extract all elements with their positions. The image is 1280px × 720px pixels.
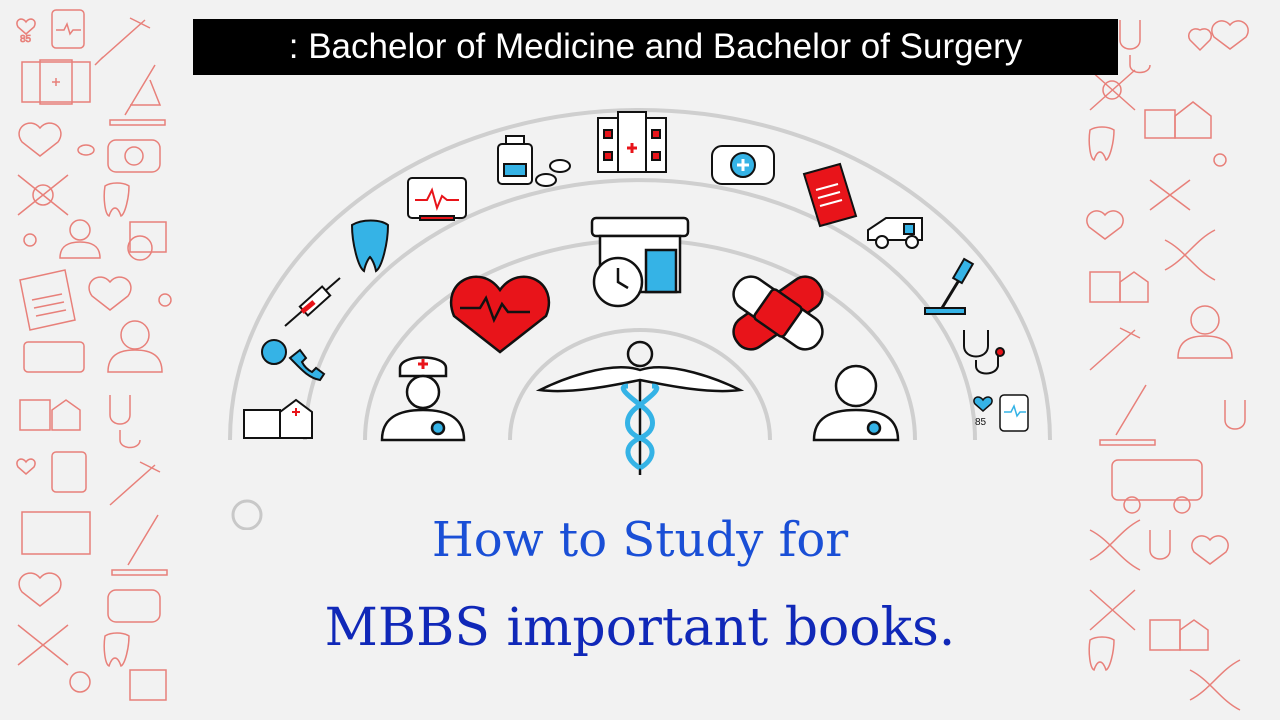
header-banner: : Bachelor of Medicine and Bachelor of S… — [193, 19, 1118, 75]
heading-line-2: MBBS important books. — [324, 598, 956, 658]
ecg-monitor-icon — [51, 9, 85, 49]
syringe-icon — [94, 17, 151, 66]
hospital-icon — [21, 59, 91, 105]
heart-rate-icon: 85 — [973, 394, 1029, 432]
specimen-jar-clock-icon — [590, 216, 690, 308]
heart-rate-icon: 85 — [16, 18, 36, 45]
nurse-icon — [59, 219, 101, 259]
medical-pattern-right — [1086, 20, 1249, 711]
hospital-icon — [597, 111, 667, 173]
tooth-icon — [350, 219, 390, 273]
bandage-icon — [1089, 69, 1136, 111]
doctor-icon — [1177, 305, 1233, 359]
nurse-icon — [380, 356, 466, 442]
first-aid-kit-icon — [107, 139, 161, 173]
ecg-monitor-icon — [407, 177, 467, 221]
doctor-icon — [107, 320, 163, 373]
doctor-icon — [812, 364, 900, 442]
medicine-bottle-icon — [497, 135, 533, 185]
heading-line-1: How to Study for — [431, 512, 849, 568]
hospital-building-icon — [19, 399, 81, 431]
phone-icon — [261, 339, 326, 382]
syringe-icon — [284, 277, 341, 327]
bandage-icon — [732, 275, 824, 351]
heart-icon — [450, 275, 550, 354]
hospital-building-icon — [243, 398, 313, 439]
ambulance-icon — [1111, 459, 1203, 514]
bandage-icon — [17, 174, 69, 216]
medical-icons-arc: 85 — [228, 108, 1052, 530]
svg-text:85: 85 — [20, 34, 32, 45]
svg-text:85: 85 — [975, 417, 987, 428]
stethoscope-icon — [1119, 20, 1151, 74]
hospital-building-icon — [1144, 101, 1212, 139]
dna-icon — [1164, 229, 1216, 281]
arc-dot-left — [231, 499, 263, 530]
specimen-jar-clock-icon — [127, 221, 167, 261]
first-aid-kit-icon — [711, 145, 775, 185]
stethoscope-icon — [963, 330, 1005, 375]
medical-pattern-left: 85 — [16, 9, 172, 701]
ambulance-icon — [867, 217, 923, 249]
pills-icon — [535, 159, 571, 187]
stethoscope-icon — [109, 395, 141, 449]
tooth-icon — [103, 182, 130, 218]
microscope-icon — [924, 257, 975, 315]
microscope-icon — [109, 64, 166, 126]
clipboard-icon — [802, 162, 858, 228]
caduceus-icon — [535, 340, 745, 475]
heart-icon — [18, 122, 62, 157]
clipboard-icon — [19, 269, 76, 331]
